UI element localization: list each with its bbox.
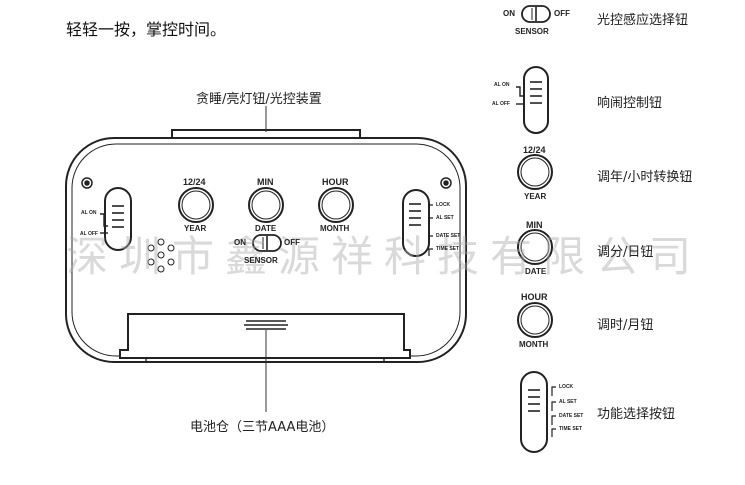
- clock-button-1224-bottom-label: YEAR: [184, 224, 207, 233]
- legend-button-min: [517, 229, 553, 265]
- button-1224: [178, 187, 214, 223]
- legend-alarm-text: 响闹控制钮: [597, 96, 663, 111]
- battery-compartment-label: 电池仓（三节AAA电池）: [190, 420, 335, 435]
- clock-sensor-on-label: ON: [234, 238, 246, 247]
- clock-al-off-label: AL OFF: [80, 231, 98, 237]
- function-switch: [402, 189, 433, 257]
- clock-time-set-label: TIME SET: [436, 246, 460, 252]
- clock-sensor-off-label: OFF: [284, 238, 300, 247]
- clock-lock-label: LOCK: [436, 202, 451, 208]
- legend-function-text: 功能选择按钮: [597, 407, 676, 422]
- legend-1224-top-label: 12/24: [523, 145, 546, 155]
- legend-lock-label: LOCK: [559, 384, 574, 390]
- clock-al-on-label: AL ON: [81, 210, 97, 216]
- legend-button-hour: [517, 302, 553, 338]
- screw-right: [440, 177, 452, 189]
- clock-button-1224-top-label: 12/24: [183, 177, 206, 187]
- alarm-switch: [100, 187, 132, 251]
- clock-al-set-label: AL SET: [436, 215, 454, 221]
- screw-left: [81, 177, 93, 189]
- legend-sensor-on-label: ON: [503, 9, 515, 18]
- snooze-light-sensor-label: 贪睡/亮灯钮/光控装置: [196, 92, 322, 107]
- legend-hour-bottom-label: MONTH: [519, 340, 549, 349]
- legend-sensor-text: 光控感应选择钮: [597, 13, 689, 28]
- legend-min-text: 调分/日钮: [597, 245, 654, 260]
- clock-button-hour-top-label: HOUR: [322, 177, 349, 187]
- legend-min-top-label: MIN: [526, 220, 543, 230]
- legend-function-switch: [520, 371, 556, 453]
- clock-date-set-label: DATE SET: [436, 233, 461, 239]
- watermark: 深圳市鑫源祥科技有限公司: [66, 232, 703, 281]
- legend-al-off-label: AL OFF: [492, 101, 510, 107]
- legend-alarm-switch: [516, 66, 549, 134]
- legend-sensor-label: SENSOR: [515, 27, 549, 36]
- speaker-holes: [147, 238, 175, 273]
- sensor-toggle: [252, 234, 282, 252]
- legend-al-on-label: AL ON: [494, 82, 510, 88]
- legend-hour-top-label: HOUR: [521, 292, 548, 302]
- button-hour: [318, 187, 354, 223]
- legend-1224-text: 调年/小时转换钮: [597, 170, 693, 185]
- clock-button-min-top-label: MIN: [257, 177, 274, 187]
- legend-hour-text: 调时/月钮: [597, 318, 654, 333]
- legend-1224-bottom-label: YEAR: [524, 192, 547, 201]
- legend-al-set-label: AL SET: [559, 399, 577, 405]
- legend-date-set-label: DATE SET: [559, 413, 584, 419]
- button-min: [248, 187, 284, 223]
- clock-button-min-bottom-label: DATE: [255, 224, 277, 233]
- battery-compartment: [119, 313, 411, 363]
- clock-button-hour-bottom-label: MONTH: [320, 224, 350, 233]
- legend-button-1224: [517, 154, 553, 190]
- legend-min-bottom-label: DATE: [525, 267, 547, 276]
- legend-time-set-label: TIME SET: [559, 426, 583, 432]
- legend-sensor-off-label: OFF: [554, 9, 570, 18]
- clock-sensor-label: SENSOR: [244, 256, 278, 265]
- intro-text: 轻轻一按，掌控时间。: [66, 20, 227, 39]
- legend-sensor-toggle: [521, 5, 551, 23]
